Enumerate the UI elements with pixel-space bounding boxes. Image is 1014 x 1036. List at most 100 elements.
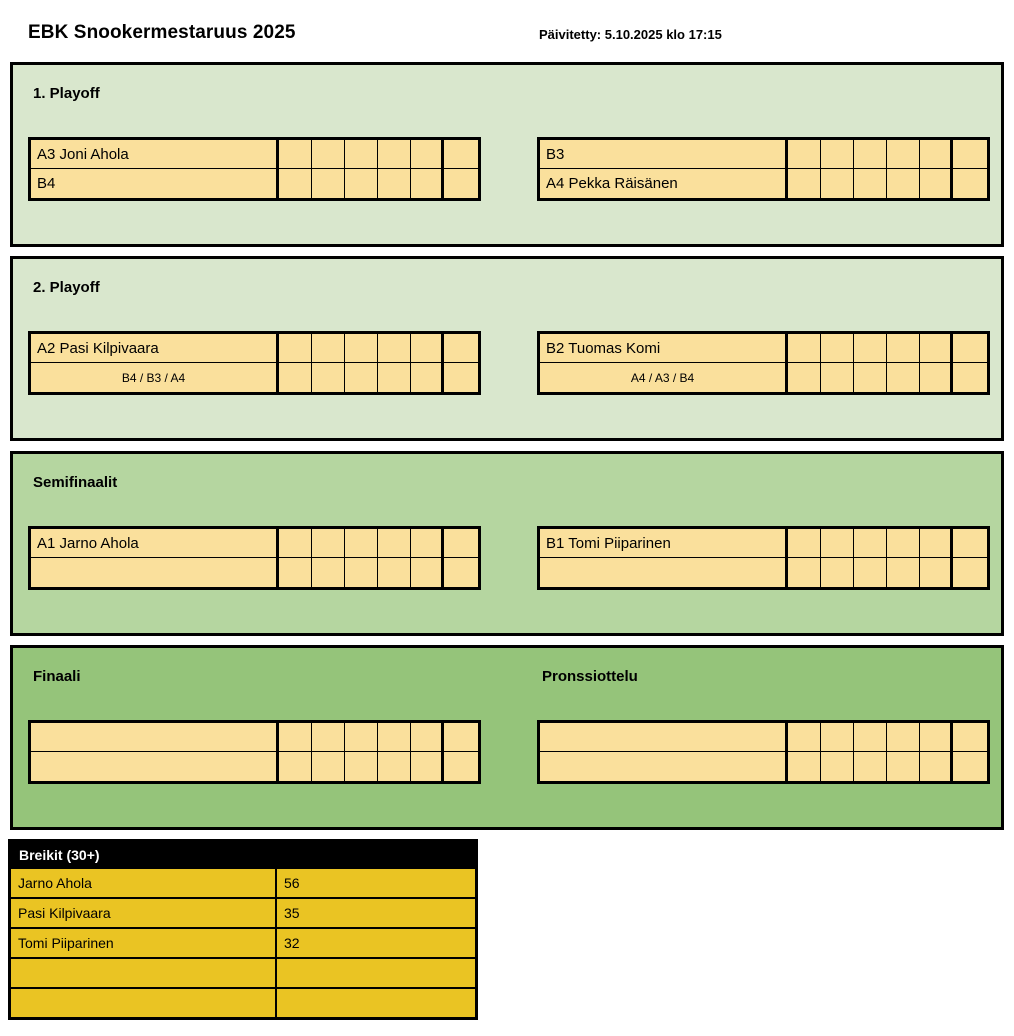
match-player-name[interactable] (31, 723, 279, 751)
frame-score-cell[interactable] (854, 334, 887, 362)
frame-score-cell[interactable] (788, 140, 821, 168)
match-player-name[interactable] (540, 723, 788, 751)
total-score-cell[interactable] (444, 558, 478, 587)
frame-score-cell[interactable] (788, 169, 821, 198)
breaks-score-value[interactable]: 56 (284, 875, 300, 891)
frame-score-cell[interactable] (378, 140, 411, 168)
frame-score-cell[interactable] (887, 752, 920, 781)
frame-score-cell[interactable] (887, 723, 920, 751)
match-player-name[interactable]: A3 Joni Ahola (31, 140, 279, 168)
frame-score-cell[interactable] (887, 169, 920, 198)
frame-score-cell[interactable] (854, 752, 887, 781)
frame-score-cell[interactable] (887, 334, 920, 362)
frame-score-cell[interactable] (378, 363, 411, 392)
frame-score-cell[interactable] (312, 558, 345, 587)
frame-score-cell[interactable] (920, 529, 953, 557)
total-score-cell[interactable] (953, 723, 987, 751)
breaks-player-name[interactable]: Tomi Piiparinen (11, 929, 277, 957)
frame-score-cell[interactable] (312, 334, 345, 362)
total-score-cell[interactable] (444, 752, 478, 781)
breaks-player-name[interactable]: Pasi Kilpivaara (11, 899, 277, 927)
frame-score-cell[interactable] (411, 558, 444, 587)
match-player-name[interactable]: B4 (31, 169, 279, 198)
frame-score-cell[interactable] (312, 169, 345, 198)
frame-score-cell[interactable] (887, 140, 920, 168)
match-player-name[interactable]: B1 Tomi Piiparinen (540, 529, 788, 557)
total-score-cell[interactable] (444, 140, 478, 168)
frame-score-cell[interactable] (345, 334, 378, 362)
frame-score-cell[interactable] (887, 529, 920, 557)
frame-score-cell[interactable] (345, 752, 378, 781)
frame-score-cell[interactable] (411, 752, 444, 781)
frame-score-cell[interactable] (312, 529, 345, 557)
frame-score-cell[interactable] (887, 363, 920, 392)
frame-score-cell[interactable] (920, 140, 953, 168)
frame-score-cell[interactable] (345, 529, 378, 557)
frame-score-cell[interactable] (312, 140, 345, 168)
frame-score-cell[interactable] (411, 529, 444, 557)
frame-score-cell[interactable] (312, 752, 345, 781)
total-score-cell[interactable] (444, 169, 478, 198)
frame-score-cell[interactable] (378, 529, 411, 557)
breaks-score-value[interactable]: 32 (284, 935, 300, 951)
frame-score-cell[interactable] (854, 140, 887, 168)
frame-score-cell[interactable] (821, 529, 854, 557)
breaks-score-value[interactable]: 35 (284, 905, 300, 921)
match-player-name[interactable]: A1 Jarno Ahola (31, 529, 279, 557)
frame-score-cell[interactable] (821, 752, 854, 781)
frame-score-cell[interactable] (279, 752, 312, 781)
frame-score-cell[interactable] (920, 169, 953, 198)
frame-score-cell[interactable] (821, 723, 854, 751)
frame-score-cell[interactable] (788, 723, 821, 751)
total-score-cell[interactable] (444, 363, 478, 392)
frame-score-cell[interactable] (920, 363, 953, 392)
frame-score-cell[interactable] (312, 723, 345, 751)
total-score-cell[interactable] (953, 558, 987, 587)
frame-score-cell[interactable] (378, 334, 411, 362)
total-score-cell[interactable] (953, 752, 987, 781)
match-player-name[interactable]: B3 (540, 140, 788, 168)
frame-score-cell[interactable] (279, 169, 312, 198)
frame-score-cell[interactable] (920, 334, 953, 362)
frame-score-cell[interactable] (345, 558, 378, 587)
frame-score-cell[interactable] (821, 169, 854, 198)
match-player-name[interactable] (31, 558, 279, 587)
frame-score-cell[interactable] (854, 169, 887, 198)
frame-score-cell[interactable] (279, 529, 312, 557)
frame-score-cell[interactable] (378, 169, 411, 198)
frame-score-cell[interactable] (345, 140, 378, 168)
frame-score-cell[interactable] (279, 558, 312, 587)
frame-score-cell[interactable] (920, 723, 953, 751)
frame-score-cell[interactable] (279, 723, 312, 751)
frame-score-cell[interactable] (788, 529, 821, 557)
frame-score-cell[interactable] (378, 723, 411, 751)
breaks-player-name[interactable]: Jarno Ahola (11, 869, 277, 897)
frame-score-cell[interactable] (887, 558, 920, 587)
frame-score-cell[interactable] (279, 334, 312, 362)
frame-score-cell[interactable] (821, 558, 854, 587)
frame-score-cell[interactable] (279, 363, 312, 392)
frame-score-cell[interactable] (788, 558, 821, 587)
frame-score-cell[interactable] (821, 334, 854, 362)
breaks-player-name[interactable] (11, 989, 277, 1017)
frame-score-cell[interactable] (788, 752, 821, 781)
frame-score-cell[interactable] (920, 752, 953, 781)
frame-score-cell[interactable] (411, 334, 444, 362)
total-score-cell[interactable] (444, 334, 478, 362)
match-player-name[interactable]: B2 Tuomas Komi (540, 334, 788, 362)
frame-score-cell[interactable] (854, 723, 887, 751)
frame-score-cell[interactable] (345, 723, 378, 751)
breaks-player-name[interactable] (11, 959, 277, 987)
frame-score-cell[interactable] (312, 363, 345, 392)
match-player-placeholder[interactable]: B4 / B3 / A4 (31, 363, 279, 392)
total-score-cell[interactable] (444, 723, 478, 751)
total-score-cell[interactable] (953, 363, 987, 392)
breaks-score-value[interactable] (277, 959, 475, 987)
frame-score-cell[interactable] (788, 334, 821, 362)
frame-score-cell[interactable] (821, 363, 854, 392)
total-score-cell[interactable] (953, 529, 987, 557)
total-score-cell[interactable] (444, 529, 478, 557)
frame-score-cell[interactable] (821, 140, 854, 168)
frame-score-cell[interactable] (854, 363, 887, 392)
total-score-cell[interactable] (953, 140, 987, 168)
